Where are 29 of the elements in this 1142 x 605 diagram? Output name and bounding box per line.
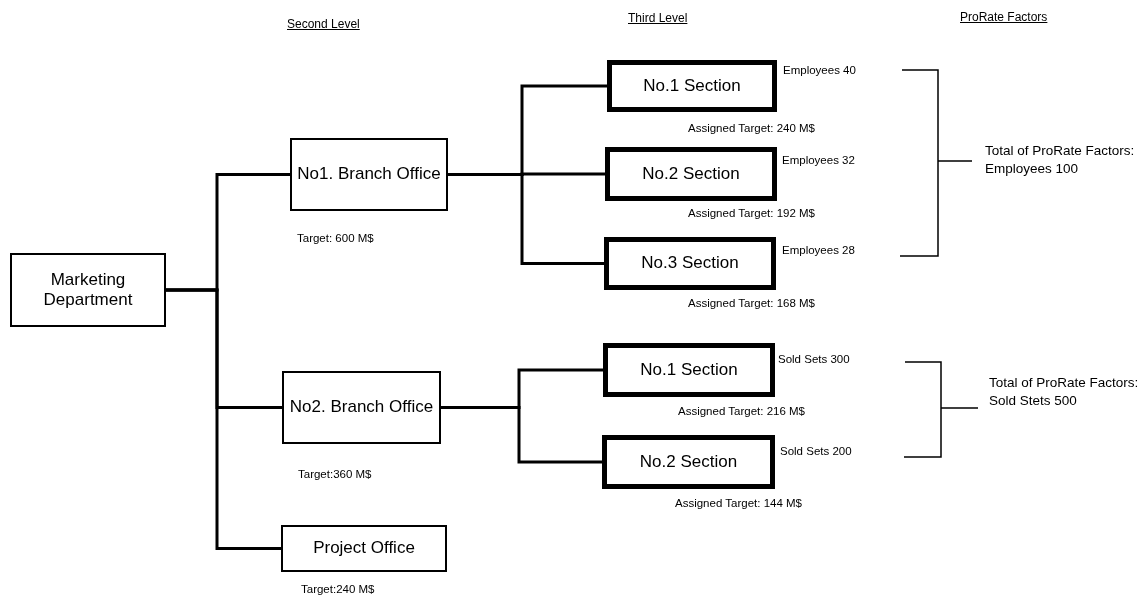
section-box: No.3 Section [604,237,776,290]
target-text: Target:360 M$ [298,468,372,480]
office-box: Project Office [281,525,447,572]
column-heading: Third Level [628,11,688,25]
total-text: Total of ProRate Factors: Sold Stets 500 [989,374,1139,410]
section-box: No.2 Section [602,435,775,489]
office-box: No2. Branch Office [282,371,441,444]
total-text: Total of ProRate Factors: Employees 100 [985,142,1135,178]
target-text: Assigned Target: 168 M$ [688,297,815,309]
factor-text: Employees 28 [782,244,855,256]
target-text: Assigned Target: 144 M$ [675,497,802,509]
target-text: Assigned Target: 240 M$ [688,122,815,134]
target-text: Assigned Target: 216 M$ [678,405,805,417]
factor-text: Employees 32 [782,154,855,166]
target-text: Target: 600 M$ [297,232,374,244]
factor-text: Sold Sets 200 [780,445,852,457]
column-heading: Second Level [287,17,360,31]
connector-line [166,288,281,550]
section-box: No.1 Section [603,343,775,397]
section-box: No.2 Section [605,147,777,201]
office-box: No1. Branch Office [290,138,448,211]
section-box: No.1 Section [607,60,777,112]
factor-text: Employees 40 [783,64,856,76]
target-text: Target:240 M$ [301,583,375,595]
column-heading: ProRate Factors [960,10,1048,24]
office-box: Marketing Department [10,253,166,327]
factor-text: Sold Sets 300 [778,353,850,365]
connector-line [441,406,602,464]
target-text: Assigned Target: 192 M$ [688,207,815,219]
